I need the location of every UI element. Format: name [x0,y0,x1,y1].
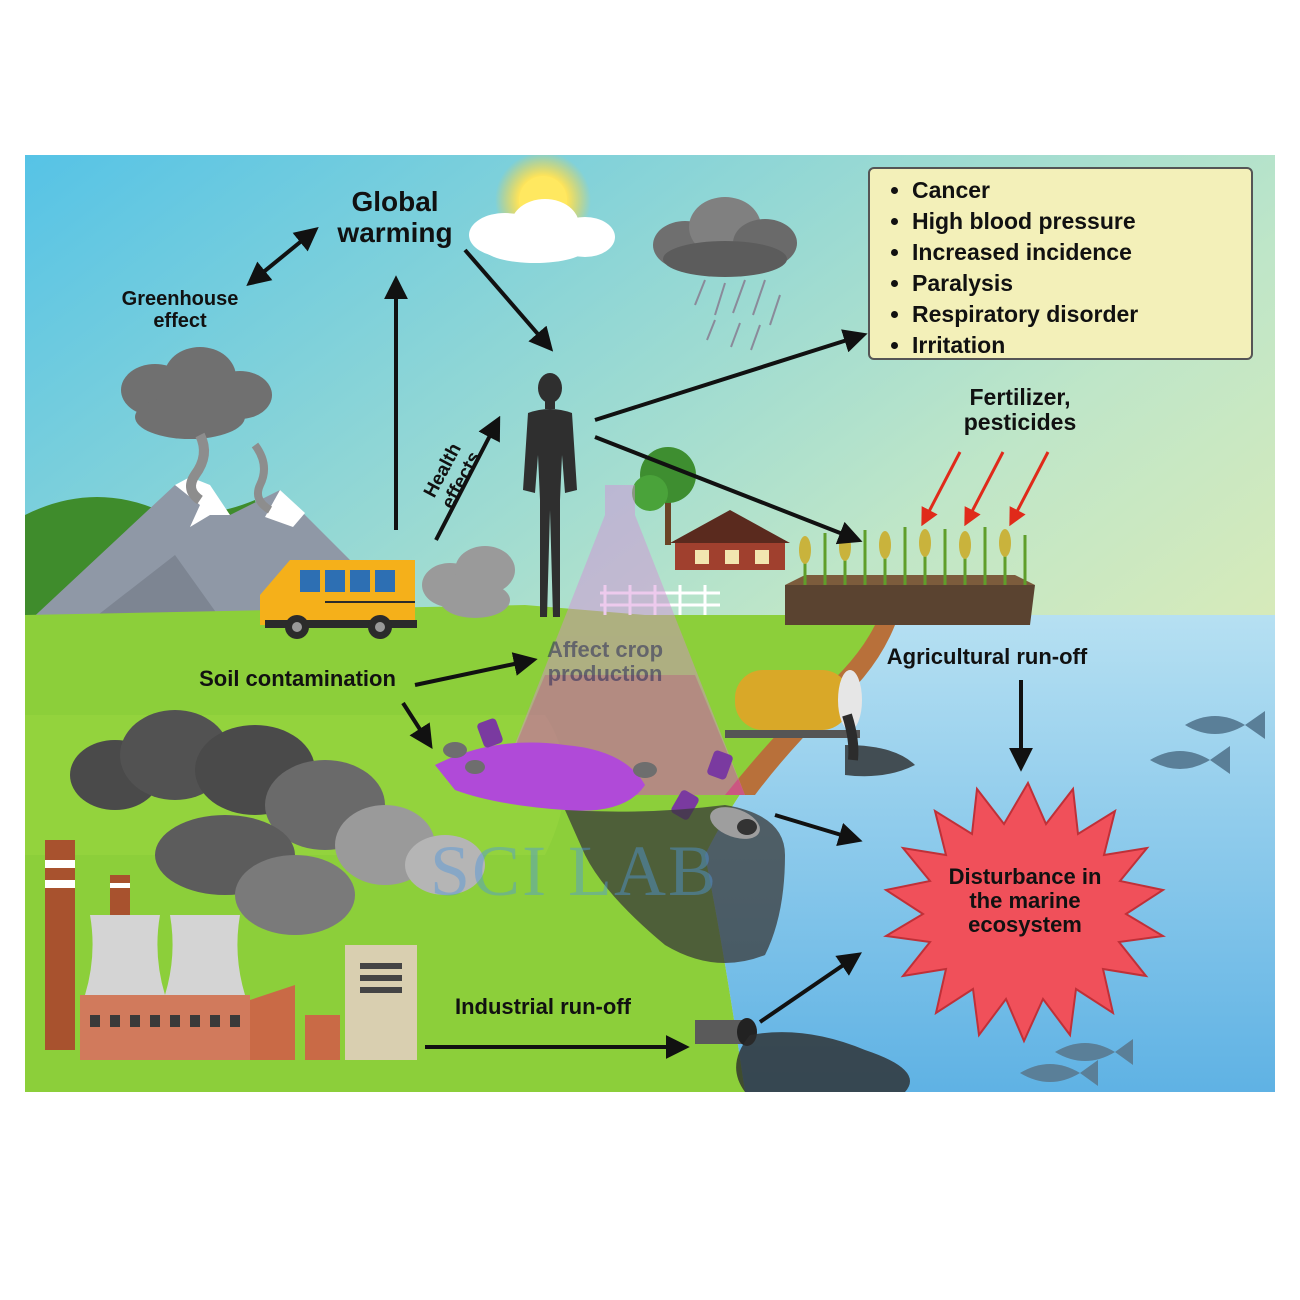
farmland [785,527,1035,625]
human-silhouette-icon [523,373,577,617]
list-item: Increased incidence [912,237,1235,268]
school-bus-icon [260,560,417,639]
white-cloud-icon [469,199,615,263]
oil-tank-icon [725,670,862,761]
exhaust-smoke-icon [422,546,515,618]
drain-pipe-icon [710,807,760,839]
fish-group-top-icon [1150,711,1265,774]
list-item: Irritation [912,330,1235,361]
chemical-arrows [921,451,1050,527]
factory-icon [45,840,417,1060]
volcano-smoke-cloud-icon [121,347,273,514]
affect-crop-label: Affect crop production [546,637,664,687]
health-effects-list-box: Cancer High blood pressure Increased inc… [868,167,1253,360]
greenhouse-effect-label: Greenhouse effect [121,288,239,332]
pollution-diagram: Global warming Greenhouse effect Health … [25,155,1275,1092]
watermark: SCI LAB [430,831,719,911]
marine-disturbance-label: Disturbance in the marine ecosystem [948,864,1102,938]
flow-arrows [246,226,1033,1059]
factory-smoke-cloud-icon [70,710,485,935]
industrial-runoff-label: Industrial run-off [455,994,631,1019]
list-item: Paralysis [912,268,1235,299]
chemical-spill [435,718,733,820]
fertilizer-pesticides-label: Fertilizer, pesticides [963,384,1077,436]
agricultural-runoff-label: Agricultural run-off [886,644,1088,669]
soil-contamination-label: Soil contamination [199,666,396,691]
fish-group-bottom-icon [1020,1039,1133,1086]
list-item: High blood pressure [912,206,1235,237]
list-item: Respiratory disorder [912,299,1235,330]
marine-burst-icon [883,780,1166,1044]
polluted-runoff [565,805,785,963]
list-item: Cancer [912,175,1235,206]
health-effects-list: Cancer High blood pressure Increased inc… [886,175,1235,361]
rain-cloud-icon [653,197,797,351]
outflow-pipe-icon [695,1018,910,1092]
global-warming-label: Global warming [337,186,453,248]
